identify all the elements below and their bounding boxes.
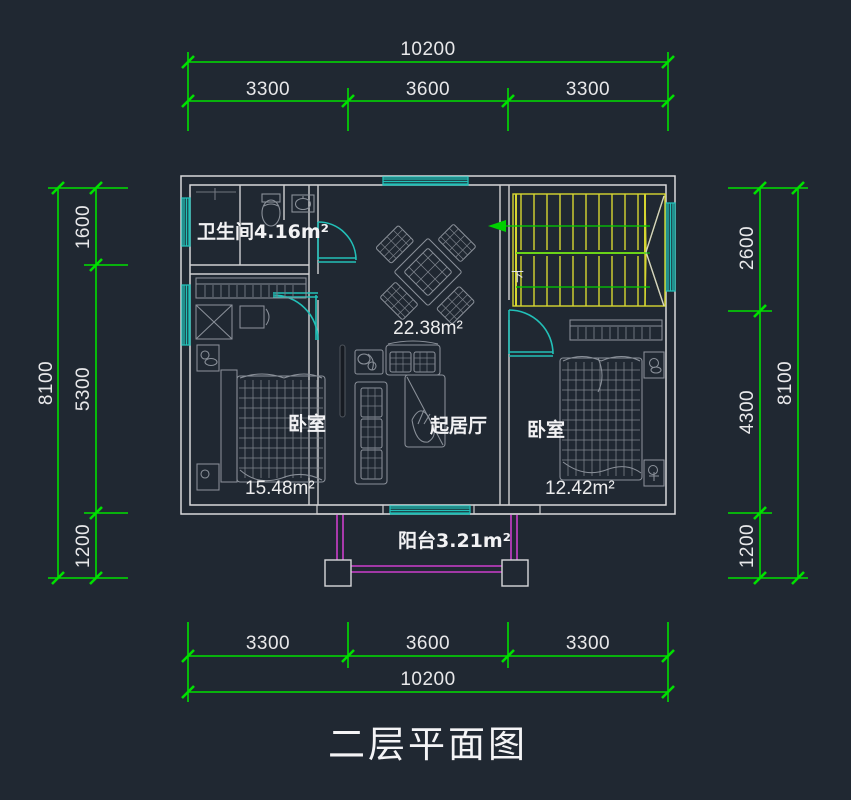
window-top-living	[382, 176, 469, 186]
balcony-column-left	[324, 559, 352, 587]
stair-down-label: 下	[511, 270, 524, 285]
dim-top-seg-2: 3600	[406, 79, 450, 100]
sink-fixture	[291, 194, 315, 213]
bedroom-left-furniture	[195, 277, 346, 491]
room-area-bedroom-right: 12.42m²	[545, 478, 615, 499]
room-label-balcony: 阳台3.21m²	[398, 529, 511, 552]
dim-left-seg-3: 1200	[73, 524, 94, 568]
bathroom-fixtures	[196, 188, 315, 227]
nightstand-right-top	[643, 351, 665, 379]
dim-left-seg-1: 1600	[73, 205, 94, 249]
dimension-chain-top	[181, 52, 675, 131]
doors	[272, 221, 554, 357]
dim-bottom-seg-1: 3300	[246, 633, 290, 654]
dining-chair	[436, 286, 475, 325]
bedroom-right-furniture	[559, 319, 665, 487]
dim-bottom-seg-3: 3300	[566, 633, 610, 654]
dimension-chain-left	[48, 181, 128, 585]
room-label-bathroom: 卫生间4.16m²	[197, 220, 329, 243]
room-area-living: 22.38m²	[393, 318, 463, 339]
drawing-title: 二层平面图	[328, 723, 528, 766]
door-bathroom	[317, 221, 357, 263]
dim-top-overall: 10200	[400, 39, 455, 60]
wardrobe-right	[569, 319, 663, 341]
dimension-chain-bottom	[181, 622, 675, 702]
shower-area	[196, 188, 236, 200]
dim-bottom-overall: 10200	[400, 669, 455, 690]
bed-right	[559, 355, 643, 481]
wardrobe-left	[195, 277, 307, 299]
window-bedroom-left	[181, 284, 191, 346]
bed-left	[220, 369, 326, 483]
room-area-bedroom-left: 15.48m²	[245, 478, 315, 499]
stair-treads-lower	[520, 256, 639, 306]
tv-cabinet	[404, 374, 446, 448]
stair-direction-arrow	[488, 220, 650, 288]
nightstand-left-bottom	[196, 463, 220, 491]
living-room-furniture	[354, 224, 476, 485]
room-label-living: 起居厅	[429, 415, 487, 437]
windows	[181, 176, 676, 515]
room-label-bedroom-right: 卧室	[527, 418, 565, 441]
dining-set	[375, 224, 476, 325]
window-balcony-door	[389, 505, 471, 515]
desk-left	[195, 304, 270, 340]
room-label-bedroom-left: 卧室	[288, 412, 326, 435]
stair-winder	[644, 194, 647, 307]
stair-treads-upper	[520, 194, 639, 250]
nightstand-right-bottom	[643, 459, 665, 487]
dining-chair	[438, 224, 476, 262]
window-bathroom-left	[181, 197, 191, 247]
nightstand-left-top	[196, 344, 220, 372]
stair-outline	[512, 193, 666, 307]
dim-right-seg-2: 4300	[737, 390, 758, 434]
dining-chair	[380, 282, 418, 320]
dim-bottom-seg-2: 3600	[406, 633, 450, 654]
dim-right-overall: 8100	[775, 361, 796, 405]
dim-right-seg-3: 1200	[737, 524, 758, 568]
toilet-fixture	[261, 193, 281, 227]
dim-left-seg-2: 5300	[73, 367, 94, 411]
dim-top-seg-3: 3300	[566, 79, 610, 100]
stair-diagonals	[645, 195, 665, 307]
dim-top-seg-1: 3300	[246, 79, 290, 100]
sofa-three-seat	[354, 381, 388, 485]
balcony-column-right	[501, 559, 529, 587]
balcony	[316, 504, 541, 587]
dim-right-seg-1: 2600	[737, 226, 758, 270]
window-right-stair	[665, 202, 676, 292]
door-bedroom-left	[272, 292, 319, 341]
door-bedroom-right	[508, 309, 554, 357]
dimension-chain-right	[728, 181, 808, 585]
dining-chair	[375, 225, 414, 264]
side-table	[354, 349, 384, 375]
dim-left-overall: 8100	[36, 361, 57, 405]
